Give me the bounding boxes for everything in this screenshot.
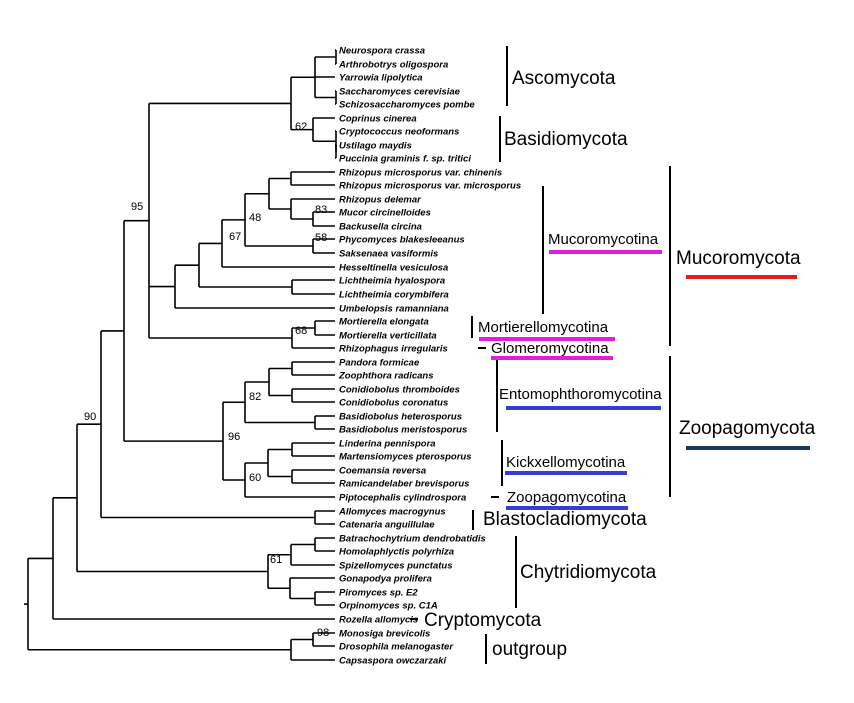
mucoromycotina-underline [549, 250, 662, 254]
support-values: 95 62 48 83 67 58 68 82 96 60 90 61 98 [84, 121, 329, 639]
taxon-label: Cryptococcus neoformans [339, 127, 459, 138]
support-value: 68 [295, 325, 307, 337]
taxon-label: Neurospora crassa [339, 46, 425, 57]
taxon-label: Lichtheimia hyalospora [339, 276, 445, 287]
mortierellomycotina-underline [479, 337, 615, 341]
support-value: 67 [229, 231, 241, 243]
taxon-label: Piptocephalis cylindrospora [339, 493, 466, 504]
support-value: 48 [249, 212, 261, 224]
group-label-mucoromycotina: Mucoromycotina [548, 231, 659, 248]
taxon-label: Catenaria anguillulae [339, 520, 435, 531]
group-label-mucoromycota: Mucoromycota [676, 248, 801, 269]
taxon-label: Rhizophagus irregularis [339, 344, 448, 355]
taxon-label: Mucor circinelloides [339, 208, 431, 219]
taxon-label: Arthrobotrys oligospora [338, 60, 448, 71]
support-value: 61 [270, 554, 282, 566]
taxon-label: Saccharomyces cerevisiae [339, 87, 461, 98]
taxon-label: Rhizopus microsporus var. chinenis [339, 168, 502, 179]
support-value: 83 [315, 204, 327, 216]
entomophthoromycotina-underline [506, 406, 661, 410]
taxon-label: Hesseltinella vesiculosa [339, 263, 448, 274]
group-label-cryptomycota: Cryptomycota [424, 610, 542, 631]
group-label-chytridiomycota: Chytridiomycota [520, 562, 657, 583]
taxon-label: Monosiga brevicolis [339, 629, 430, 640]
group-label-basidiomycota: Basidiomycota [504, 129, 628, 150]
kickxellomycotina-underline [505, 471, 627, 475]
group-label-glomeromycotina: Glomeromycotina [491, 340, 609, 357]
group-label-outgroup: outgroup [492, 639, 567, 660]
zoopagomycota-underline [686, 446, 810, 450]
taxon-label: Lichtheimia corymbifera [339, 290, 449, 301]
taxon-label: Orpinomyces sp. C1A [339, 601, 438, 612]
support-value: 58 [315, 232, 327, 244]
taxon-label: Phycomyces blakesleeanus [339, 235, 465, 246]
support-value: 98 [317, 627, 329, 639]
zoopagomycotina-underline [506, 506, 628, 510]
taxon-label: Rozella allomycis [339, 615, 418, 626]
taxon-label: Linderina pennispora [339, 439, 436, 450]
taxon-label: Basidiobolus meristosporus [339, 425, 467, 436]
group-label-zoopagomycotina: Zoopagomycotina [507, 489, 627, 506]
taxon-label: Martensiomyces pterosporus [339, 452, 472, 463]
taxon-label: Mortierella verticillata [339, 331, 437, 342]
group-names: Ascomycota Basidiomycota Mucoromycotina … [424, 68, 816, 660]
taxon-label: Capsaspora owczarzaki [339, 656, 447, 667]
mucoromycota-underline [686, 275, 797, 279]
support-value: 82 [249, 391, 261, 403]
group-label-entomophthoromycotina: Entomophthoromycotina [499, 386, 662, 403]
taxon-label: Rhizopus microsporus var. microsporus [339, 181, 521, 192]
group-label-kickxellomycotina: Kickxellomycotina [506, 454, 626, 471]
taxon-label: Puccinia graminis f. sp. tritici [339, 154, 471, 165]
taxon-label: Conidiobolus coronatus [339, 398, 448, 409]
group-underlines [479, 250, 810, 510]
taxon-label: Basidiobolus heterosporus [339, 412, 462, 423]
glomeromycotina-underline [491, 356, 613, 360]
taxon-label: Umbelopsis ramanniana [339, 304, 449, 315]
taxon-label: Rhizopus delemar [339, 195, 422, 206]
group-label-mortierellomycotina: Mortierellomycotina [478, 319, 609, 336]
taxon-label: Zoophthora radicans [338, 371, 433, 382]
group-label-ascomycota: Ascomycota [512, 68, 616, 89]
taxon-label: Allomyces macrogynus [338, 507, 446, 518]
taxon-label: Backusella circina [339, 222, 422, 233]
group-label-blastocladiomycota: Blastocladiomycota [483, 509, 647, 530]
taxon-label: Coprinus cinerea [339, 114, 417, 125]
support-value: 95 [131, 201, 143, 213]
taxon-label: Spizellomyces punctatus [339, 561, 453, 572]
support-value: 60 [249, 472, 261, 484]
clade-brackets [410, 46, 671, 664]
taxon-label: Ustilago maydis [339, 141, 412, 152]
group-label-zoopagomycota: Zoopagomycota [679, 418, 816, 439]
support-value: 96 [228, 431, 240, 443]
taxon-label: Gonapodya prolifera [339, 574, 432, 585]
tree-branches [24, 49, 337, 661]
support-value: 62 [295, 121, 307, 133]
taxon-label: Yarrowia lipolytica [339, 73, 423, 84]
taxon-label: Homolaphlyctis polyrhiza [339, 547, 454, 558]
taxon-label: Saksenaea vasiformis [339, 249, 438, 260]
taxon-label: Ramicandelaber brevisporus [339, 479, 469, 490]
taxon-label: Pandora formicae [339, 358, 420, 369]
taxon-label: Schizosaccharomyces pombe [339, 100, 475, 111]
taxon-label: Piromyces sp. E2 [339, 588, 418, 599]
taxon-label: Batrachochytrium dendrobatidis [339, 534, 486, 545]
taxon-label: Mortierella elongata [339, 317, 429, 328]
support-value: 90 [84, 411, 96, 423]
taxon-label: Drosophila melanogaster [339, 642, 454, 653]
taxon-label: Conidiobolus thromboides [339, 385, 460, 396]
taxon-label: Coemansia reversa [339, 466, 426, 477]
